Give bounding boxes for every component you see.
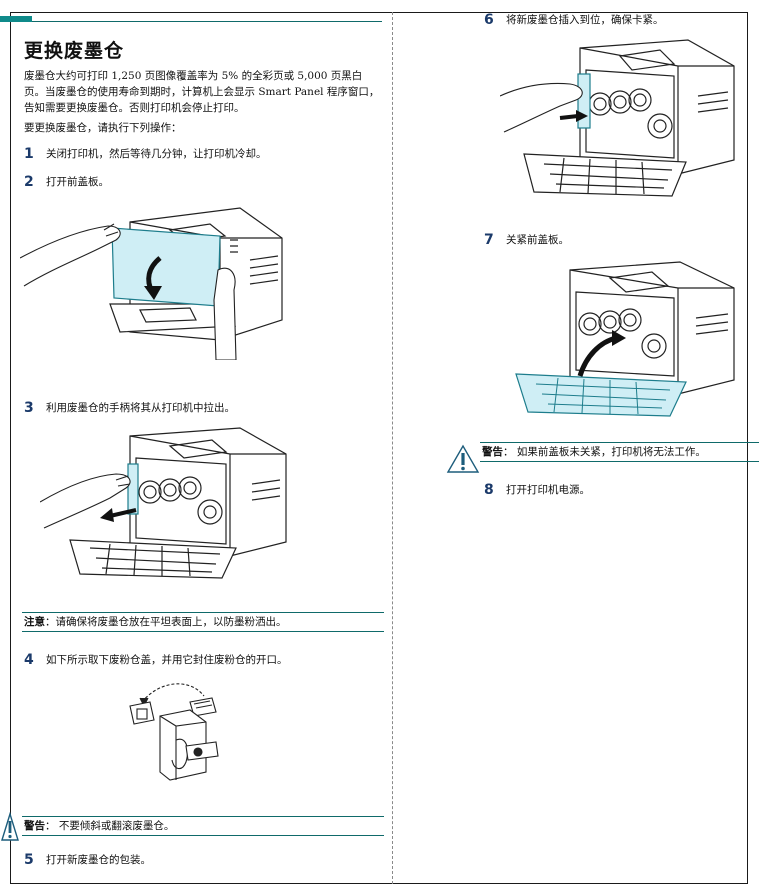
warning-box-1: 警告： 不要倾斜或翻滚废墨仓。 (22, 816, 384, 836)
hand-right (213, 267, 237, 360)
step-text: 关紧前盖板。 (506, 234, 569, 246)
column-divider (392, 12, 393, 884)
hand-pull (40, 473, 131, 529)
header-accent-bar (0, 16, 32, 22)
step-5: 5 打开新废墨仓的包装。 (24, 852, 151, 868)
step-text: 打开打印机电源。 (506, 484, 590, 496)
intro-paragraph: 废墨仓大约可打印 1,250 页图像覆盖率为 5% 的全彩页或 5,000 页黑… (24, 68, 384, 116)
step-text: 如下所示取下废粉仓盖，并用它封住废粉仓的开口。 (46, 654, 288, 666)
step-text: 将新废墨仓插入到位，确保卡紧。 (506, 14, 664, 26)
intro-line: 废墨仓大约可打印 1,250 页图像覆盖率为 5% 的全彩页或 5,000 页黑… (24, 70, 363, 82)
step-text: 利用废墨仓的手柄将其从打印机中拉出。 (46, 402, 235, 414)
step-number: 6 (484, 12, 494, 28)
header-rule (32, 21, 382, 22)
waste-bin-cap-illustration (129, 683, 219, 781)
step-number: 4 (24, 652, 34, 668)
step-text: 打开前盖板。 (46, 176, 109, 188)
step-number: 2 (24, 174, 34, 190)
note-label: 注意 (24, 616, 45, 628)
step-1: 1 关闭打印机，然后等待几分钟，让打印机冷却。 (24, 146, 267, 162)
note-text: ：请确保将废墨仓放在平坦表面上，以防墨粉洒出。 (45, 616, 287, 628)
step-8: 8 打开打印机电源。 (484, 482, 590, 498)
hand-push (500, 83, 583, 133)
step-2: 2 打开前盖板。 (24, 174, 109, 190)
step-4: 4 如下所示取下废粉仓盖，并用它封住废粉仓的开口。 (24, 652, 288, 668)
warning-icon (1, 812, 19, 841)
lead-text: 要更换废墨仓，请执行下列操作： (24, 122, 182, 134)
warning-icon (446, 444, 480, 473)
step-7: 7 关紧前盖板。 (484, 232, 569, 248)
warning-label: 警告 (24, 820, 45, 832)
note-box: 注意：请确保将废墨仓放在平坦表面上，以防墨粉洒出。 (22, 612, 384, 632)
waste-bin-highlight (127, 463, 139, 515)
step-text: 打开新废墨仓的包装。 (46, 854, 151, 866)
step-number: 5 (24, 852, 34, 868)
step-number: 8 (484, 482, 494, 498)
page-frame (10, 12, 748, 884)
step-3: 3 利用废墨仓的手柄将其从打印机中拉出。 (24, 400, 235, 416)
printer-insert-bin-illustration (500, 39, 735, 197)
step-text: 关闭打印机，然后等待几分钟，让打印机冷却。 (46, 148, 267, 160)
front-cover-closing (515, 373, 687, 417)
printer-open-cover-illustration (20, 207, 283, 360)
step-number: 7 (484, 232, 494, 248)
intro-line: 告知需要更换废墨仓。否则打印机会停止打印。 (24, 102, 245, 114)
warning-text: ： 如果前盖板未关紧，打印机将无法工作。 (503, 446, 706, 458)
page-title: 更换废墨仓 (24, 40, 125, 62)
front-cover-panel (111, 227, 221, 307)
intro-line: 页。当废墨仓的使用寿命到期时，计算机上会显示 Smart Panel 程序窗口， (24, 86, 380, 98)
warning-box-2: 警告： 如果前盖板未关紧，打印机将无法工作。 (480, 442, 759, 462)
hand-left (20, 223, 121, 287)
warning-label: 警告 (482, 446, 503, 458)
step-6: 6 将新废墨仓插入到位，确保卡紧。 (484, 12, 664, 28)
warning-text: ： 不要倾斜或翻滚废墨仓。 (45, 820, 175, 832)
printer-remove-bin-illustration (40, 427, 287, 579)
step-number: 1 (24, 146, 34, 162)
step-number: 3 (24, 400, 34, 416)
printer-close-cover-illustration (515, 261, 735, 417)
